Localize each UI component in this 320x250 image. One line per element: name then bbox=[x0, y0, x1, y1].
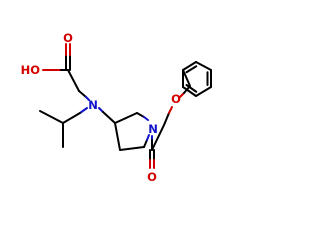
bond-carbonyl-ester bbox=[151, 124, 165, 151]
benzene-bond-bottom-right bbox=[195, 86, 212, 97]
benzene-bond-top-right bbox=[195, 61, 212, 71]
bond-c5-n-blue bbox=[146, 134, 150, 141]
hydroxyl-label: HO bbox=[21, 63, 41, 77]
acid-oxygen-label: O bbox=[63, 31, 73, 45]
bond-c2-n bbox=[136, 112, 145, 118]
bond-c2-n-blue bbox=[143, 116, 149, 121]
bond-c-ch2 bbox=[67, 69, 80, 92]
ester-oxygen-label: O bbox=[171, 92, 181, 106]
carboxylic-acid-group: HO O bbox=[21, 31, 90, 101]
isopropyl-amine-group: N bbox=[39, 98, 116, 148]
bond-n-isopropyl bbox=[62, 112, 81, 124]
bond-carbonyl-ester-2 bbox=[163, 112, 170, 126]
benzene-double-1 bbox=[185, 65, 198, 74]
bond-n-isopropyl-blue bbox=[79, 107, 88, 114]
bond-c4-c5 bbox=[119, 146, 145, 151]
bond-isopropyl-me1 bbox=[39, 110, 64, 124]
bond-n-ring-c bbox=[102, 111, 116, 124]
carbonyl-oxygen-group: O bbox=[147, 149, 157, 184]
bond-c3-c4 bbox=[114, 122, 121, 151]
bond-c5-n bbox=[143, 139, 148, 148]
benzene-bond-top-left bbox=[182, 61, 197, 71]
amine-nitrogen-label: N bbox=[88, 98, 98, 112]
carbonyl-oxygen-label: O bbox=[147, 170, 157, 184]
bond-ch2-n bbox=[78, 90, 87, 98]
pyrrolidine-ring: N bbox=[114, 112, 158, 151]
bond-carbonyl-ester-red bbox=[168, 106, 173, 114]
bond-ch2-n-blue bbox=[85, 96, 90, 101]
carbamate-group: O bbox=[151, 69, 191, 151]
molecule-diagram: HO O N N O bbox=[21, 31, 212, 184]
benzene-ring bbox=[182, 61, 212, 97]
benzene-double-3 bbox=[185, 84, 198, 93]
bond-c3-c2 bbox=[114, 112, 138, 124]
ring-nitrogen-label: N bbox=[148, 122, 158, 136]
benzene-bond-bottom-left bbox=[182, 86, 197, 97]
bond-ch2-ipso bbox=[182, 69, 191, 87]
